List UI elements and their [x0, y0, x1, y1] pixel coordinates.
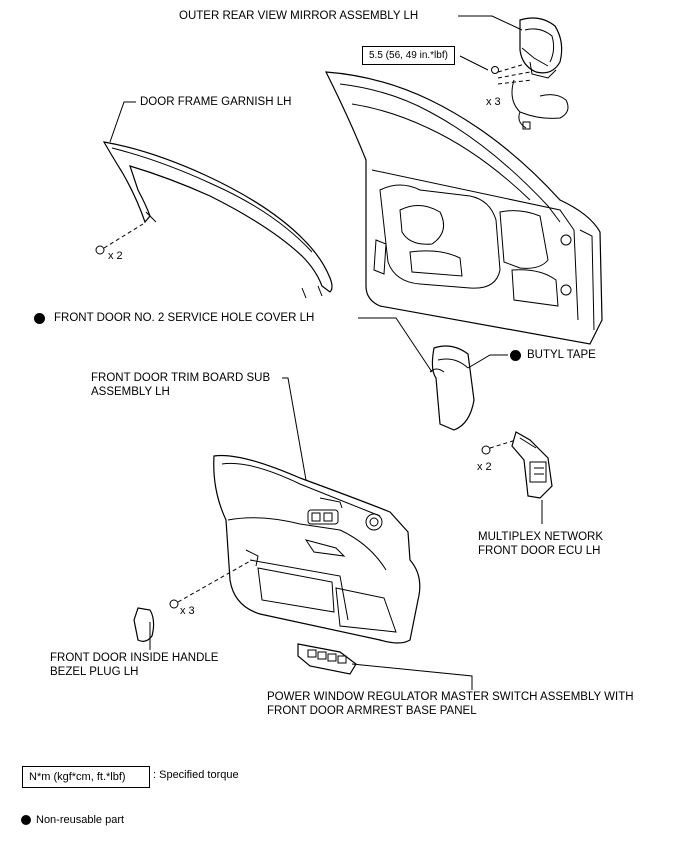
leader-garnish	[109, 101, 136, 143]
label-multiplex-ecu: MULTIPLEX NETWORK FRONT DOOR ECU LH	[478, 531, 604, 557]
label-bezel-plug: FRONT DOOR INSIDE HANDLE BEZEL PLUG LH	[50, 652, 219, 678]
torque-mirror: 5.5 (56, 49 in.*lbf)	[362, 46, 455, 65]
garnish-qty: x 2	[108, 250, 123, 262]
leader-trim-board	[282, 377, 307, 481]
door-shell-drawing	[324, 71, 603, 345]
service-hole-cover-drawing	[429, 345, 475, 431]
leader-butyl	[467, 354, 508, 369]
legend-torque-box: N*m (kgf*cm, ft.*lbf)	[22, 766, 150, 788]
label-trim-board: FRONT DOOR TRIM BOARD SUB ASSEMBLY LH	[91, 372, 271, 398]
leader-master-switch	[351, 663, 473, 690]
label-door-frame-garnish: DOOR FRAME GARNISH LH	[140, 96, 292, 108]
label-service-hole-cover: FRONT DOOR NO. 2 SERVICE HOLE COVER LH	[54, 312, 315, 324]
outer-mirror-drawing	[491, 17, 569, 130]
legend-torque-desc: : Specified torque	[153, 769, 239, 781]
label-butyl-tape: BUTYL TAPE	[527, 349, 596, 361]
multiplex-ecu-drawing	[481, 431, 553, 499]
leader-service-hole	[358, 317, 433, 373]
legend-nonreusable-dot	[21, 815, 31, 825]
nonreusable-dot-butyl	[510, 350, 521, 361]
master-switch-drawing	[297, 643, 357, 675]
trim-board-drawing	[169, 454, 421, 644]
leader-torque	[459, 55, 489, 71]
mirror-qty: x 3	[486, 96, 501, 108]
ecu-qty: x 2	[477, 461, 492, 473]
label-outer-mirror: OUTER REAR VIEW MIRROR ASSEMBLY LH	[179, 10, 419, 22]
trim-qty: x 3	[180, 605, 195, 617]
nonreusable-dot-service-hole	[34, 313, 45, 324]
label-master-switch: POWER WINDOW REGULATOR MASTER SWITCH ASS…	[267, 691, 634, 717]
bezel-plug-drawing	[133, 607, 155, 642]
leader-mirror	[458, 15, 523, 31]
door-frame-garnish-drawing	[95, 141, 333, 299]
legend-nonreusable-desc: Non-reusable part	[36, 814, 125, 826]
